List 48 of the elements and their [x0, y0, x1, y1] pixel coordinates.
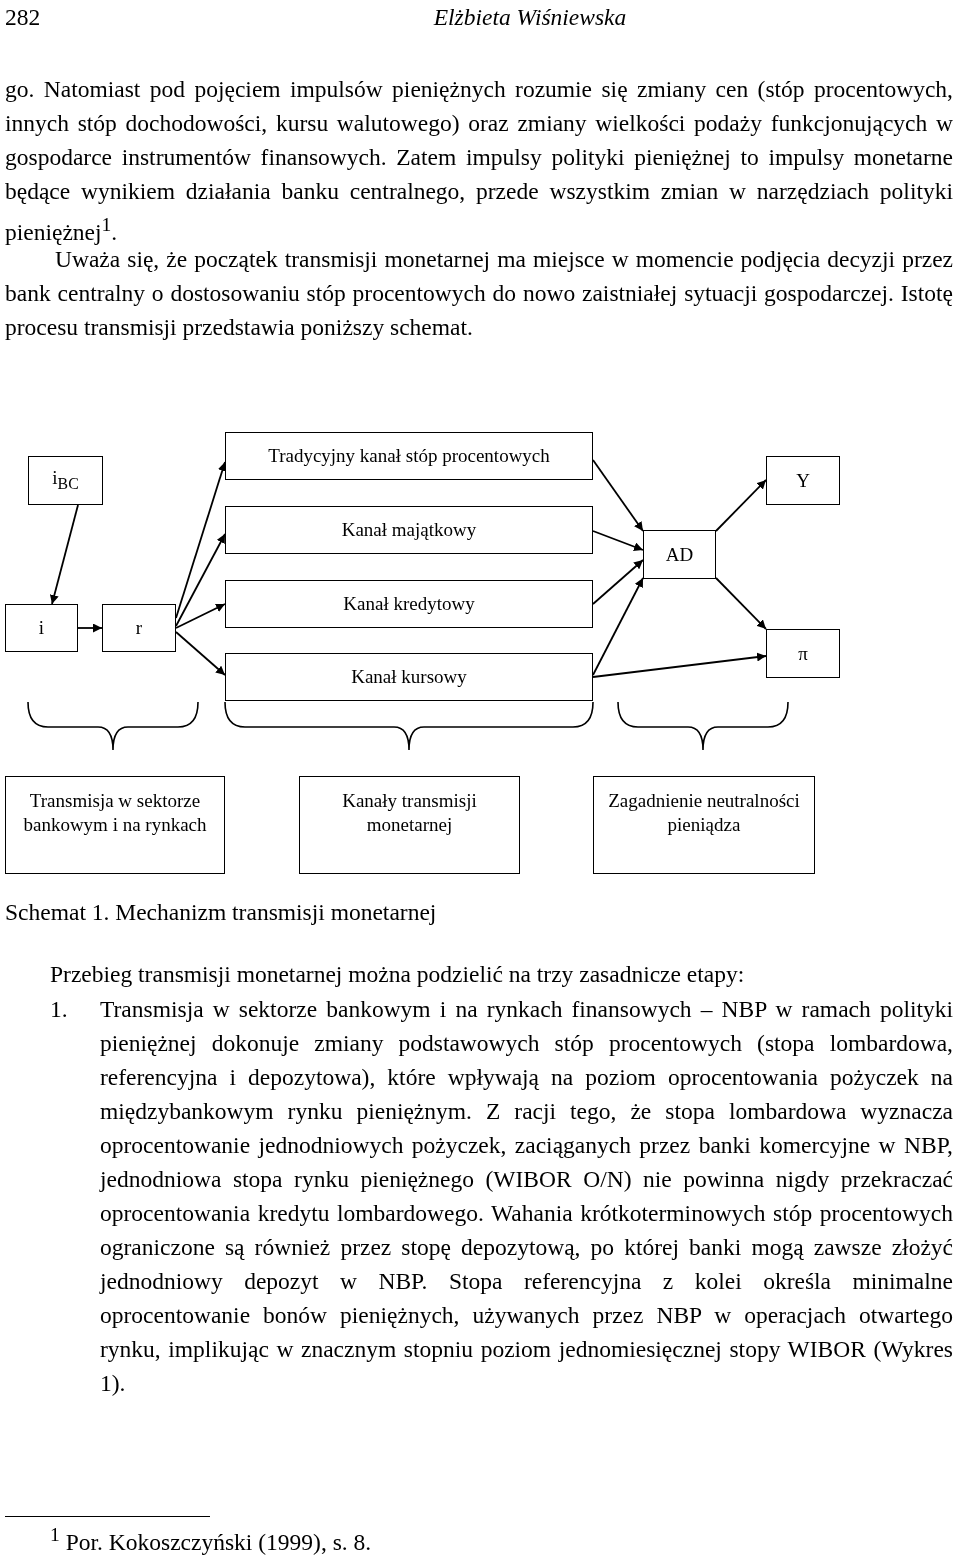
box-label: Kanał kredytowy: [343, 592, 475, 616]
box-label: Transmisja w sektorze bankowym i na rynkach: [22, 789, 208, 837]
box-label: i: [38, 616, 45, 640]
arrow: [77, 623, 103, 633]
process-box: [225, 506, 593, 554]
process-box: [766, 629, 840, 678]
process-box: [225, 580, 593, 628]
box-label: π: [798, 641, 808, 666]
process-box: [225, 432, 593, 480]
arrow: [175, 461, 227, 619]
page-number: 282: [5, 3, 42, 32]
box-label: Tradycyjny kanał stóp procentowych: [268, 444, 550, 468]
figure-caption: Schemat 1. Mechanizm transmisji monetarnej: [5, 898, 438, 927]
list-number: 1.: [50, 995, 69, 1024]
arrow: [592, 530, 644, 551]
box-label: i$_{BC}$: [52, 465, 79, 494]
paragraph: go. Natomiast pod pojęciem impulsów pieniężnych rozumie się zmiany cen (stóp procentowych, innych stóp dochodowości, kursu walutowego) oraz zmiany wielkości podaży funkcjonujących w gospodarce instrumentów finansowych. Zatem impulsy polityki pieniężnej to impulsy monetarne będące wynikiem działania banku centralnego, przede wszystkim zmian w narzędziach polityki pieniężnej$^{1}$.: [5, 75, 953, 247]
box-label: Kanały transmisji monetarnej: [341, 789, 478, 837]
footnote: $^{1}$ Por. Kokoszczyński (1999), s. 8.: [50, 1523, 373, 1557]
process-box: [28, 456, 103, 505]
box-label: Kanał majątkowy: [341, 518, 477, 542]
process-box: [5, 604, 78, 652]
process-box: [102, 604, 176, 652]
process-box: [225, 653, 593, 701]
arrow: [592, 559, 644, 605]
paragraph: Transmisja w sektorze bankowym i na rynkach finansowych – NBP w ramach polityki pieniężnej dokonuje zmiany podstawowych stóp procentowych (stopa lombardowa, referencyjna i depozytowa), które wpływają na poziom oprocentowania pożyczek na międzybankowym rynku pieniężnym. Z racji tego, że stopa lombardowa wyznacza oprocentowanie jednodniowych pożyczek, zaciąganych przez banki komercyjne w NBP, jednodniowa stopa rynku pieniężnego (WIBOR O/N) nie powinna nigdy przekraczać oprocentowania kredytu lombardowego. Wahania krótkoterminowych stóp procentowych ograniczone są również przez stopę depozytową, po której banki mogą zawsze złożyć jednodniowy depozyt w NBP. Stopa referencyjna z kolei określa minimalne oprocentowanie bonów pieniężnych, używanych przez NBP w operacjach otwartego rynku, implikując w znacznym stopniu poziom jednomiesięcznej stopy WIBOR (Wykres 1).: [100, 995, 953, 1398]
process-box: [643, 530, 716, 579]
process-box: [766, 456, 840, 505]
running-header: Elżbieta Wiśniewska: [432, 3, 628, 32]
paragraph: Przebieg transmisji monetarnej można podzielić na trzy zasadnicze etapy:: [50, 960, 746, 989]
process-box: [593, 776, 815, 874]
box-label: Zagadnienie neutralności pieniądza: [607, 789, 801, 837]
box-label: AD: [665, 542, 694, 567]
arrow: [49, 504, 79, 605]
arrow: [175, 603, 226, 629]
box-label: Kanał kursowy: [351, 665, 467, 689]
paragraph: Uważa się, że początek transmisji monetarnej ma miejsce w momencie podjęcia decyzji przez bank centralny o dostosowaniu stóp procentowych do nowo zaistniałej sytuacji gospodarczej. Istotę procesu transmisji przedstawia poniższy schemat.: [5, 245, 953, 342]
arrow: [592, 652, 767, 678]
box-label: Y: [796, 468, 810, 493]
process-box: [5, 776, 225, 874]
arrow: [175, 533, 226, 627]
box-label: r: [135, 616, 143, 640]
arrow: [592, 459, 644, 532]
arrow: [715, 479, 767, 532]
arrow: [592, 577, 644, 676]
arrow: [715, 577, 767, 630]
arrow: [175, 631, 226, 676]
process-box: [299, 776, 520, 874]
